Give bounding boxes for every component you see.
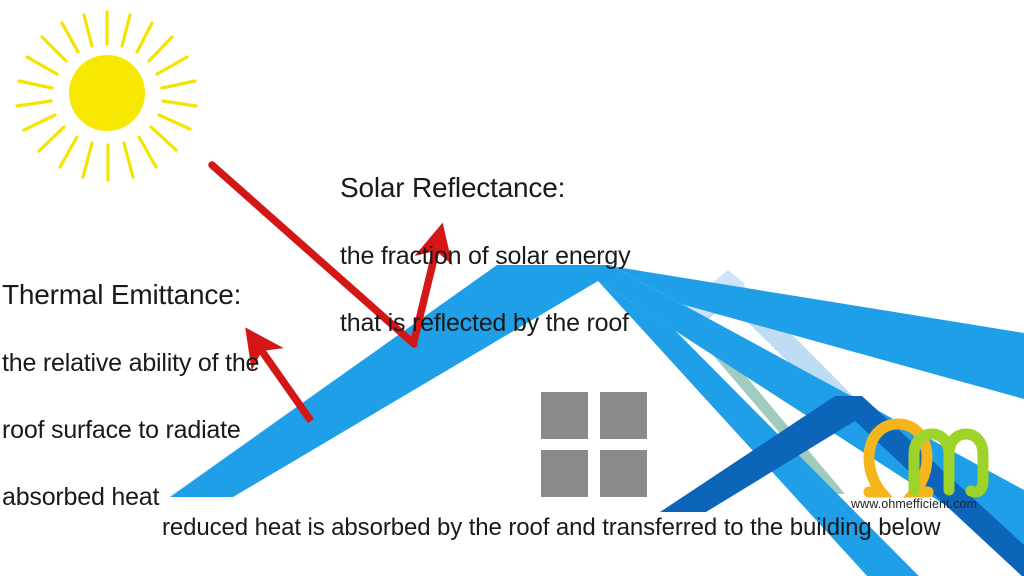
m-glyph [908,428,989,498]
brand-logo-mark [863,418,989,498]
thermal-emittance-line-1: the relative ability of the [2,348,260,377]
thermal-emittance-line-2: roof surface to radiate [2,415,241,444]
sun-disc [69,55,145,131]
solar-reflectance-line-1: the fraction of solar energy [340,241,631,270]
thermal-emittance-title: Thermal Emittance: [2,278,242,310]
solar-reflectance-callout: Solar Reflectance: the fraction of solar… [340,133,631,376]
window-pane [541,392,588,439]
window-pane [600,450,647,497]
solar-reflectance-title: Solar Reflectance: [340,171,566,203]
omega-glyph [863,418,934,498]
thermal-emittance-line-3: absorbed heat [2,483,160,512]
brand-url: www.ohmefficient.com [851,497,978,511]
solar-reflectance-line-2: that is reflected by the roof [340,308,629,337]
window-panes [541,392,647,497]
bottom-caption: reduced heat is absorbed by the roof and… [162,514,941,541]
sun-icon [15,10,198,182]
thermal-emittance-callout: Thermal Emittance: the relative ability … [2,240,259,550]
solar-reflectance-arrow [208,161,453,348]
window-pane [600,392,647,439]
thermal-emittance-arrow [245,327,315,424]
window-pane [541,450,588,497]
